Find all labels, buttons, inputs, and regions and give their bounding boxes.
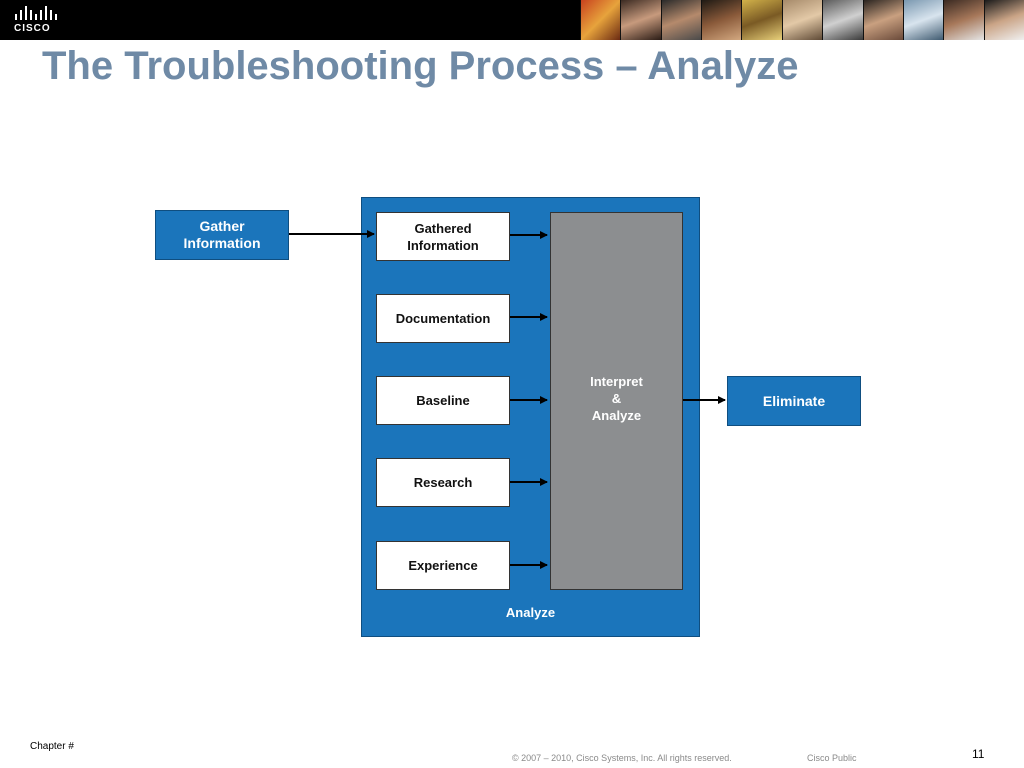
header-photo [983,0,1024,40]
header-bar: CISCO [0,0,1024,40]
interpret-label: Interpret [590,373,643,389]
header-photo [701,0,742,40]
ampersand-label: & [611,390,622,406]
input-box-documentation: Documentation [376,294,510,343]
footer-copyright: © 2007 – 2010, Cisco Systems, Inc. All r… [512,753,732,763]
interpret-analyze-box: Interpret & Analyze [550,212,683,590]
page-title: The Troubleshooting Process – Analyze [42,44,799,88]
analyze-label: Analyze [591,407,642,423]
header-photo [620,0,661,40]
input-box-baseline: Baseline [376,376,510,425]
header-photo [822,0,863,40]
cisco-bars-icon [15,6,57,20]
gather-information-box: Gather Information [155,210,289,260]
header-photo [902,0,944,40]
header-photo [660,0,702,40]
header-photo [741,0,782,40]
header-photo [580,0,621,40]
eliminate-box: Eliminate [727,376,861,426]
input-box-gathered-information: Gathered Information [376,212,510,261]
header-photo [781,0,823,40]
footer-classification: Cisco Public [807,753,857,763]
header-photo-strip [580,0,1024,40]
input-box-experience: Experience [376,541,510,590]
input-box-research: Research [376,458,510,507]
cisco-logo: CISCO [14,6,58,34]
footer-chapter: Chapter # [30,741,74,752]
header-photo [862,0,903,40]
page-number: 11 [972,747,985,761]
header-photo [943,0,984,40]
cisco-logo-text: CISCO [14,23,51,34]
analyze-container-label: Analyze [505,605,556,620]
